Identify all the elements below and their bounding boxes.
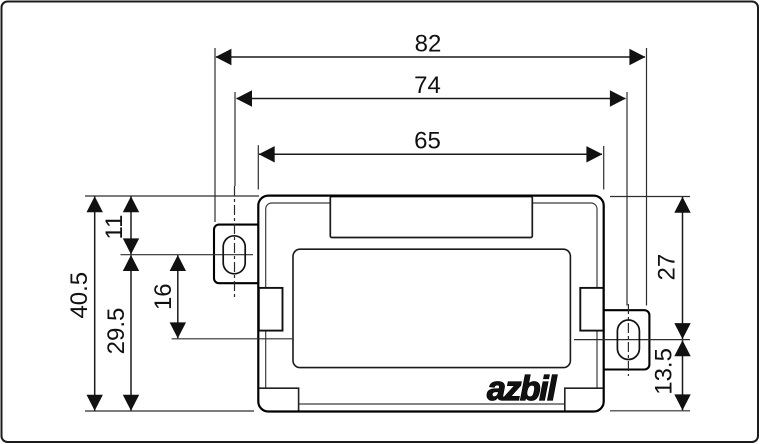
svg-text:13.5: 13.5 — [651, 348, 678, 395]
svg-text:74: 74 — [414, 72, 441, 99]
svg-text:82: 82 — [415, 31, 442, 58]
svg-text:40.5: 40.5 — [66, 272, 93, 319]
svg-text:27: 27 — [654, 254, 681, 281]
svg-text:azbil: azbil — [487, 370, 558, 408]
svg-text:11: 11 — [101, 215, 128, 240]
svg-text:16: 16 — [150, 283, 177, 310]
svg-text:65: 65 — [414, 128, 441, 155]
svg-text:29.5: 29.5 — [103, 308, 130, 355]
